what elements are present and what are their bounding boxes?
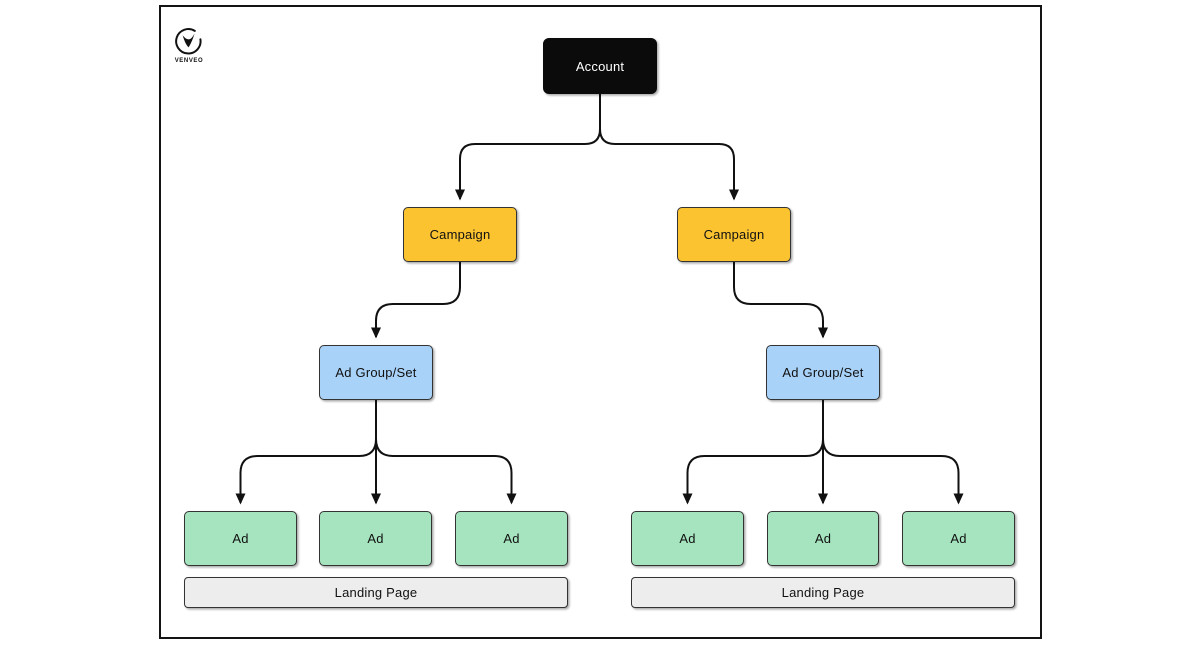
node-landing-page-left: Landing Page bbox=[184, 577, 568, 608]
node-ad-2: Ad bbox=[319, 511, 432, 566]
node-adgroup-left: Ad Group/Set bbox=[319, 345, 433, 400]
node-ad-6: Ad bbox=[902, 511, 1015, 566]
node-account: Account bbox=[543, 38, 657, 94]
node-ad-5: Ad bbox=[767, 511, 879, 566]
node-ad-1: Ad bbox=[184, 511, 297, 566]
node-landing-page-right: Landing Page bbox=[631, 577, 1015, 608]
node-ad-4: Ad bbox=[631, 511, 744, 566]
node-campaign-right: Campaign bbox=[677, 207, 791, 262]
venveo-logo: VENVEO bbox=[172, 27, 206, 64]
venveo-logo-icon bbox=[175, 28, 202, 55]
node-adgroup-right: Ad Group/Set bbox=[766, 345, 880, 400]
node-campaign-left: Campaign bbox=[403, 207, 517, 262]
brand-name: VENVEO bbox=[174, 58, 204, 64]
node-ad-3: Ad bbox=[455, 511, 568, 566]
